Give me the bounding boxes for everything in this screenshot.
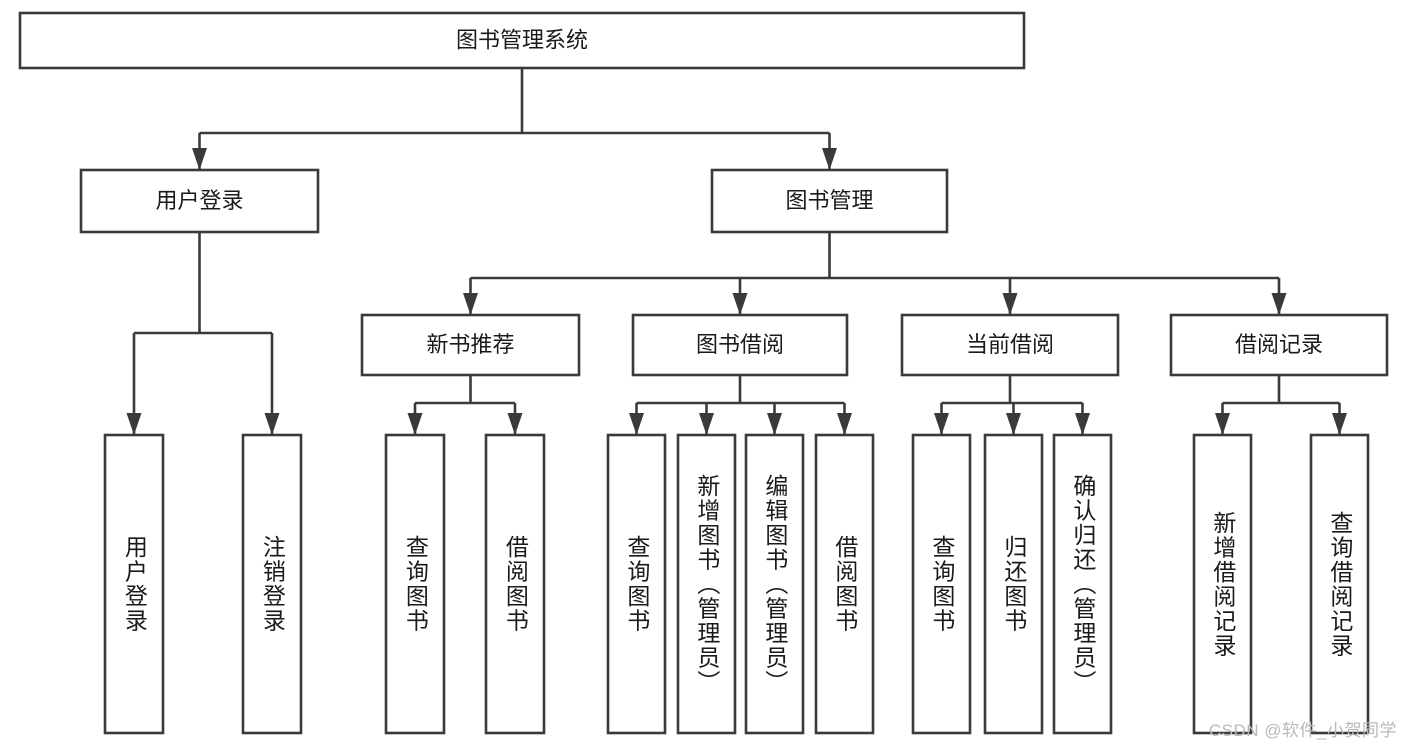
- node-box-leaf-confirm-return: [1052, 433, 1113, 735]
- node-box-user-login: [79, 168, 320, 234]
- node-box-leaf-query-book-recommend: [384, 433, 446, 735]
- node-box-leaf-edit-book: [744, 433, 805, 735]
- node-box-leaf-query-book-current: [911, 433, 972, 735]
- node-label-current-borrow: 当前借阅: [966, 332, 1054, 357]
- node-box-leaf-query-book-borrow: [606, 433, 667, 735]
- node-box-leaf-add-book: [676, 433, 737, 735]
- node-box-leaf-logout: [241, 433, 303, 735]
- node-box-leaf-add-borrow-record: [1192, 433, 1253, 735]
- box-layer: [18, 11, 1389, 735]
- node-box-current-borrow: [900, 313, 1120, 377]
- node-label-borrow-record: 借阅记录: [1235, 332, 1323, 357]
- node-label-user-login: 用户登录: [155, 188, 243, 213]
- node-label-book-manage: 图书管理: [785, 188, 873, 213]
- node-box-borrow-record: [1169, 313, 1389, 377]
- node-box-root: [18, 11, 1026, 70]
- node-box-book-manage: [710, 168, 949, 234]
- node-label-root: 图书管理系统: [456, 27, 588, 52]
- watermark-text: CSDN @软件_小贺同学: [1208, 721, 1397, 740]
- node-box-leaf-return-book: [983, 433, 1044, 735]
- node-box-leaf-borrow-book-recommend: [484, 433, 546, 735]
- node-box-book-borrow: [631, 313, 849, 377]
- node-label-book-borrow: 图书借阅: [696, 332, 784, 357]
- connector-layer: [126, 68, 1347, 435]
- node-box-leaf-query-borrow-record: [1309, 433, 1370, 735]
- node-label-new-book-recommend: 新书推荐: [426, 332, 514, 357]
- node-box-leaf-borrow-book: [814, 433, 875, 735]
- node-box-new-book-recommend: [360, 313, 581, 377]
- node-box-leaf-user-login: [103, 433, 165, 735]
